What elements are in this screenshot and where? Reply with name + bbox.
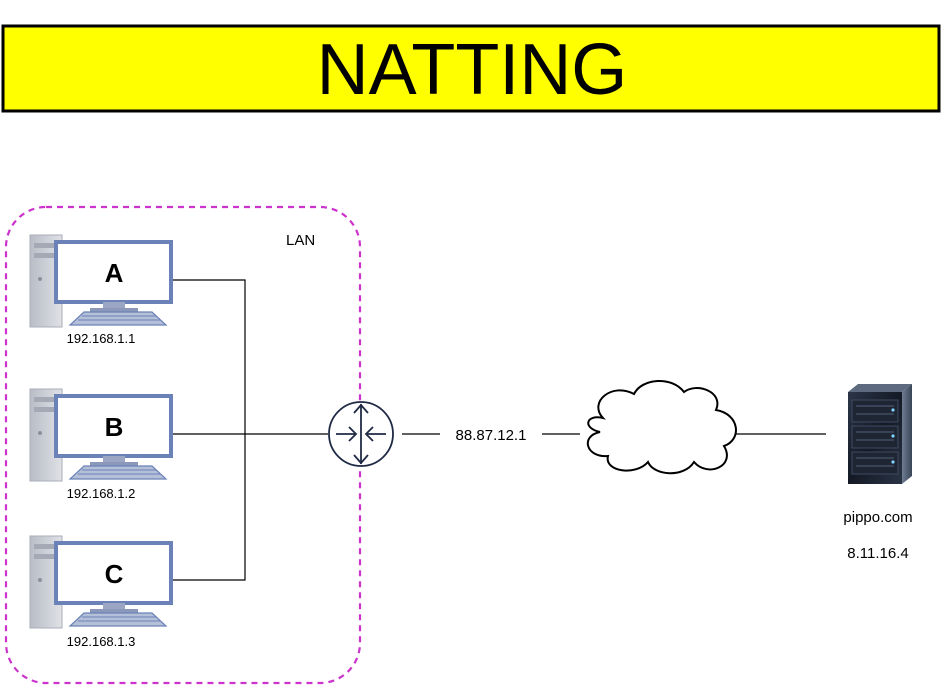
host-c-ip: 192.168.1.3 bbox=[67, 634, 136, 649]
lan-label: LAN bbox=[286, 232, 315, 249]
network-links bbox=[172, 279, 826, 581]
host-a-ip: 192.168.1.1 bbox=[67, 331, 136, 346]
host-c: C 192.168.1.3 bbox=[28, 534, 173, 649]
computer-icon bbox=[28, 387, 173, 483]
computer-icon bbox=[28, 534, 173, 630]
link-host-a bbox=[172, 279, 246, 581]
host-a: A 192.168.1.1 bbox=[28, 233, 173, 346]
lan-boundary: LAN bbox=[4, 205, 362, 685]
server-icon bbox=[848, 384, 912, 484]
host-b: B 192.168.1.2 bbox=[28, 387, 173, 501]
router: 88.87.12.1 bbox=[328, 401, 527, 467]
server: pippo.com 8.11.16.4 bbox=[843, 384, 913, 562]
title-banner: NATTING bbox=[1, 24, 941, 113]
host-b-letter: B bbox=[105, 412, 124, 442]
server-name: pippo.com bbox=[843, 509, 912, 526]
host-c-letter: C bbox=[105, 559, 124, 589]
router-public-ip: 88.87.12.1 bbox=[456, 427, 527, 444]
host-b-ip: 192.168.1.2 bbox=[67, 486, 136, 501]
host-a-letter: A bbox=[105, 258, 124, 288]
server-ip: 8.11.16.4 bbox=[847, 545, 908, 562]
page-title: NATTING bbox=[317, 30, 628, 110]
computer-icon bbox=[28, 233, 173, 329]
internet bbox=[586, 379, 737, 475]
router-icon bbox=[328, 401, 394, 467]
cloud-icon bbox=[586, 379, 737, 475]
